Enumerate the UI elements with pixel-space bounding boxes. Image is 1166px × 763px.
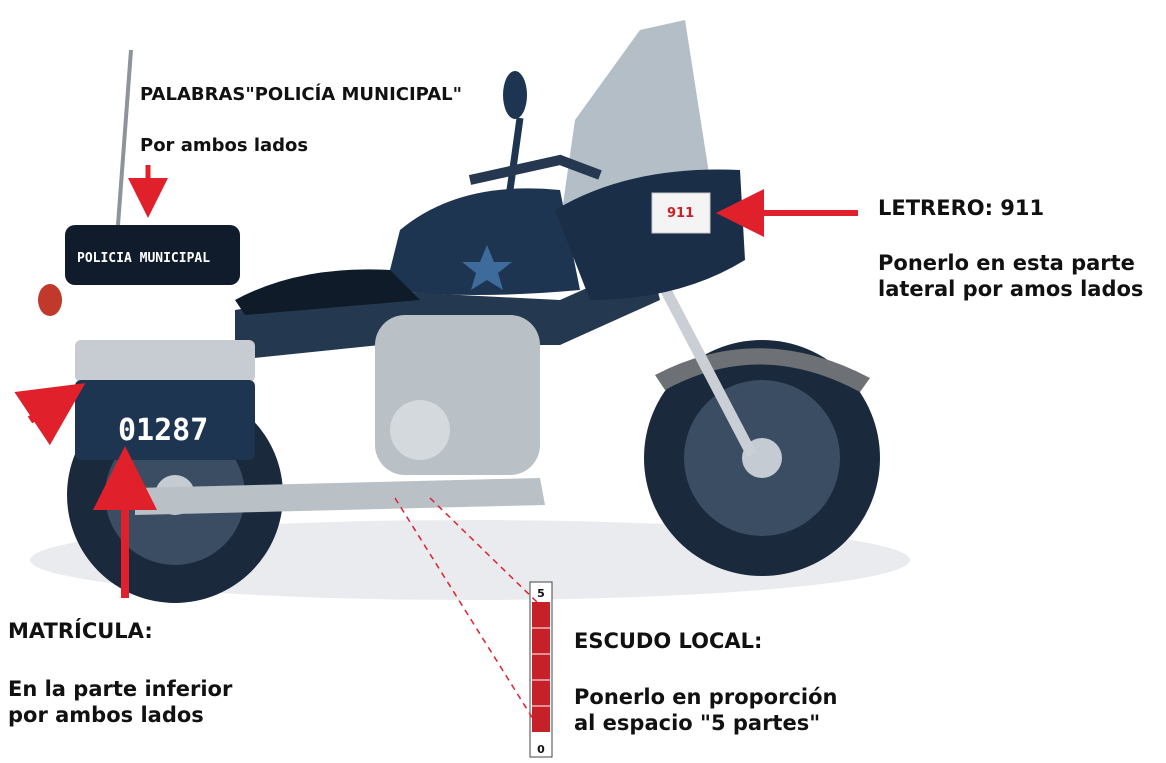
mirror-stem — [506, 117, 524, 191]
handlebar — [468, 154, 602, 185]
rear-trunk — [65, 225, 240, 285]
tail-light — [38, 284, 62, 316]
saddlebag — [75, 380, 255, 460]
plate-number: 01287 — [118, 413, 208, 448]
scale-bar-red — [532, 602, 550, 732]
scale-top-number: 5 — [537, 587, 545, 600]
star-emblem — [462, 245, 512, 290]
front-fork — [645, 257, 757, 458]
matricula-desc: En la parte inferior por ambos lados — [8, 677, 233, 728]
seat — [235, 269, 420, 315]
escudo-guide-line — [394, 497, 536, 723]
sign-plate — [651, 192, 711, 234]
escudo-title: ESCUDO LOCAL: — [574, 629, 763, 653]
letrero-desc: Ponerlo en esta parte lateral por amos l… — [878, 251, 1144, 302]
exhaust-pipe — [135, 478, 545, 515]
palabras-title: PALABRAS"POLICÍA MUNICIPAL" — [140, 84, 463, 105]
antenna — [116, 49, 133, 226]
mirror — [503, 71, 527, 119]
saddlebag-lid — [75, 340, 255, 382]
fuel-tank — [385, 188, 580, 295]
front-fender — [655, 348, 870, 392]
trunk-text: POLICIA MUNICIPAL — [77, 251, 210, 266]
matricula-side-arrow — [14, 383, 86, 446]
frame — [235, 260, 660, 360]
escudo-guide-line — [429, 497, 541, 606]
engine-cover — [390, 400, 450, 460]
sign-text: 911 — [667, 206, 694, 221]
escudo-desc: Ponerlo en proporción al espacio "5 part… — [574, 685, 838, 736]
matricula-title: MATRÍCULA: — [8, 619, 153, 643]
letrero-title: LETRERO: 911 — [878, 196, 1045, 220]
scale-bottom-number: 0 — [537, 743, 545, 756]
palabras-desc: Por ambos lados — [140, 135, 309, 156]
